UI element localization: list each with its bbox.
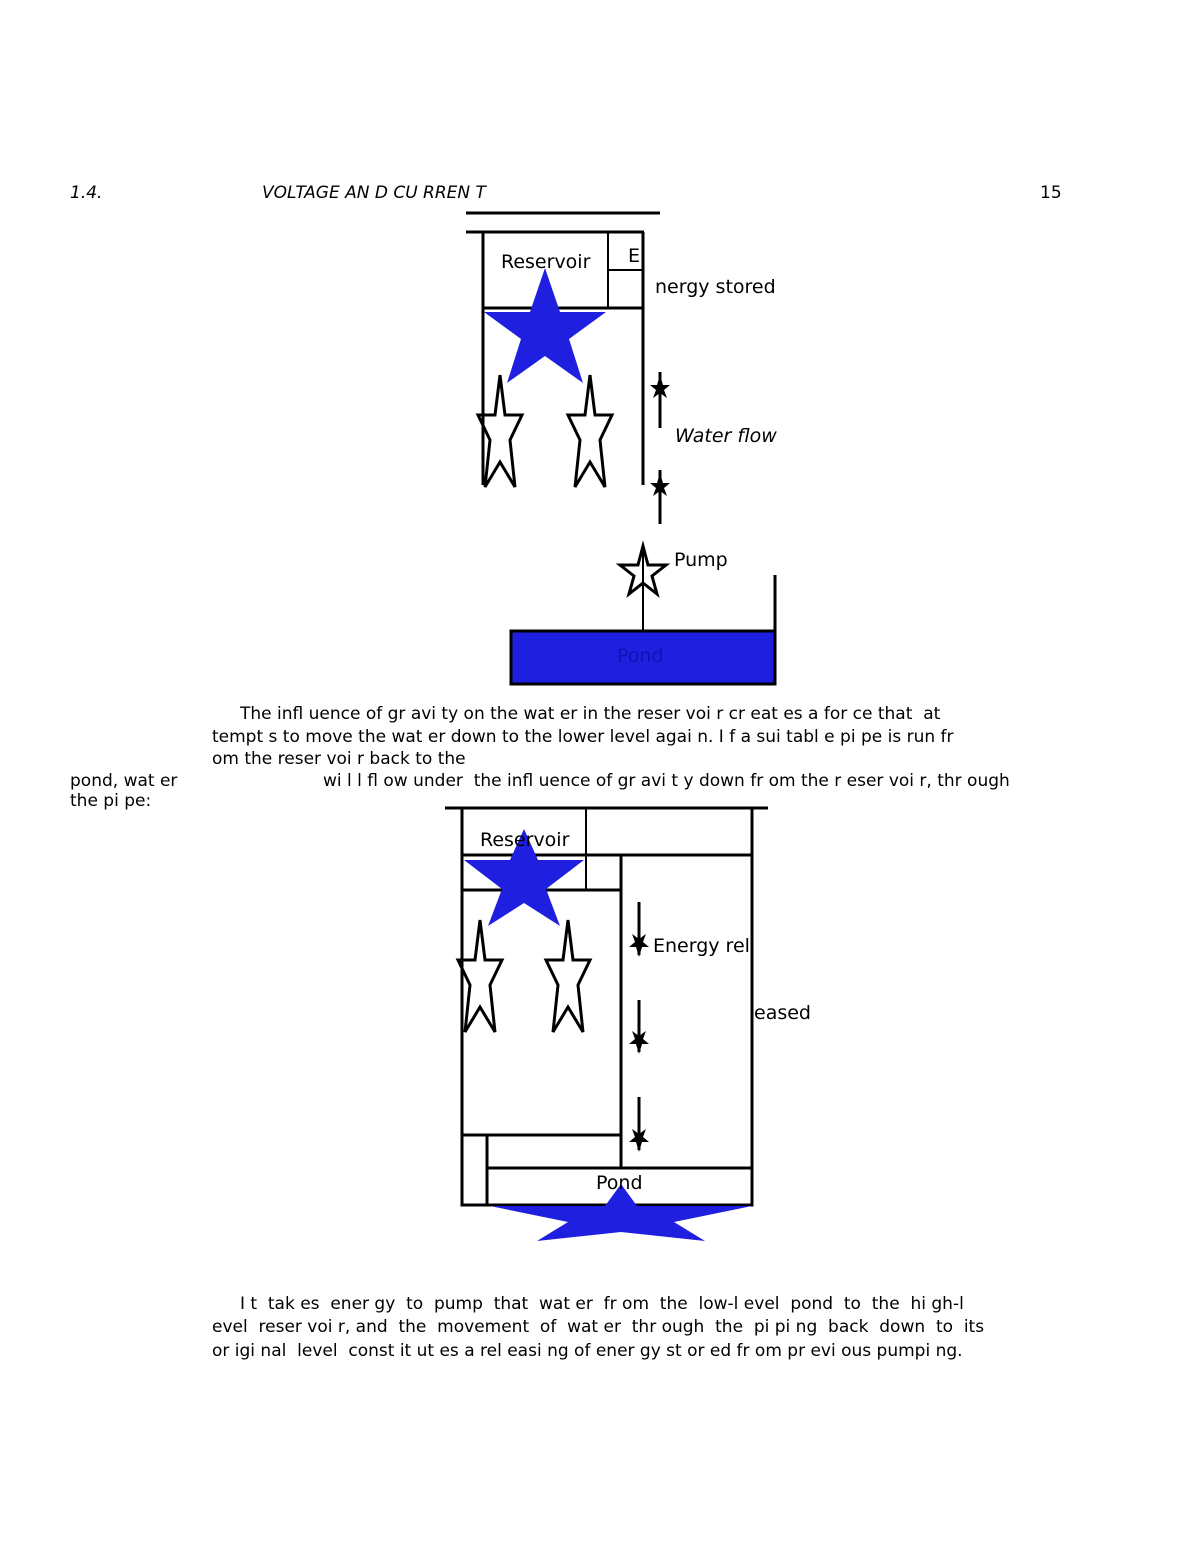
- reservoir-water-star: [484, 268, 606, 383]
- paragraph-1-line-3: om the reser voi r back to the: [212, 749, 466, 769]
- energy-released-label: Energy rel: [653, 935, 750, 957]
- paragraph-1-line-5: the pi pe:: [70, 791, 152, 811]
- paragraph-2-line-2: evel reser voi r, and the movement of wa…: [212, 1317, 985, 1337]
- pump-label: Pump: [674, 549, 728, 571]
- pond-label-2: Pond: [596, 1172, 643, 1194]
- flow-arrow-head-2: [650, 473, 670, 496]
- pond-water-star: [490, 1184, 752, 1241]
- paragraph-1-line-4a: pond, wat er: [70, 771, 178, 791]
- reservoir-water-star-2: [464, 829, 584, 926]
- energy-released-label-suffix: eased: [754, 1002, 811, 1024]
- energy-stored-label: nergy stored: [655, 276, 776, 298]
- outline-star-right: [565, 374, 615, 488]
- water-flow-label: Water flow: [675, 425, 777, 447]
- running-title: VOLTAGE AN D CU RREN T: [262, 183, 486, 203]
- outline-star-right-2: [543, 919, 593, 1033]
- page-number: 15: [1040, 183, 1062, 203]
- flow-arrow-head-1: [650, 375, 670, 398]
- outline-star-left: [475, 374, 525, 488]
- paragraph-1-line-4b: wi l l fl ow under the infl uence of gr …: [323, 771, 1010, 791]
- reservoir-label-2: Reservoir: [480, 829, 570, 851]
- paragraph-1-line-1: The infl uence of gr avi ty on the wat e…: [240, 704, 941, 724]
- paragraph-2-line-1: I t tak es ener gy to pump that wat er f…: [240, 1294, 964, 1314]
- release-arrow-head-3: [629, 1129, 649, 1152]
- paragraph-1-line-2: tempt s to move the wat er down to the l…: [212, 727, 954, 747]
- pond-label: Pond: [617, 645, 664, 667]
- pond: [509, 629, 777, 686]
- release-arrow-head-1: [629, 934, 649, 957]
- reservoir-label: Reservoir: [501, 251, 591, 273]
- section-number: 1.4.: [70, 183, 103, 203]
- outline-star-left-2: [455, 919, 505, 1033]
- release-arrow-head-2: [629, 1031, 649, 1054]
- energy-stored-label-prefix: E: [628, 245, 641, 267]
- paragraph-2-line-3: or igi nal level const it ut es a rel ea…: [212, 1341, 963, 1361]
